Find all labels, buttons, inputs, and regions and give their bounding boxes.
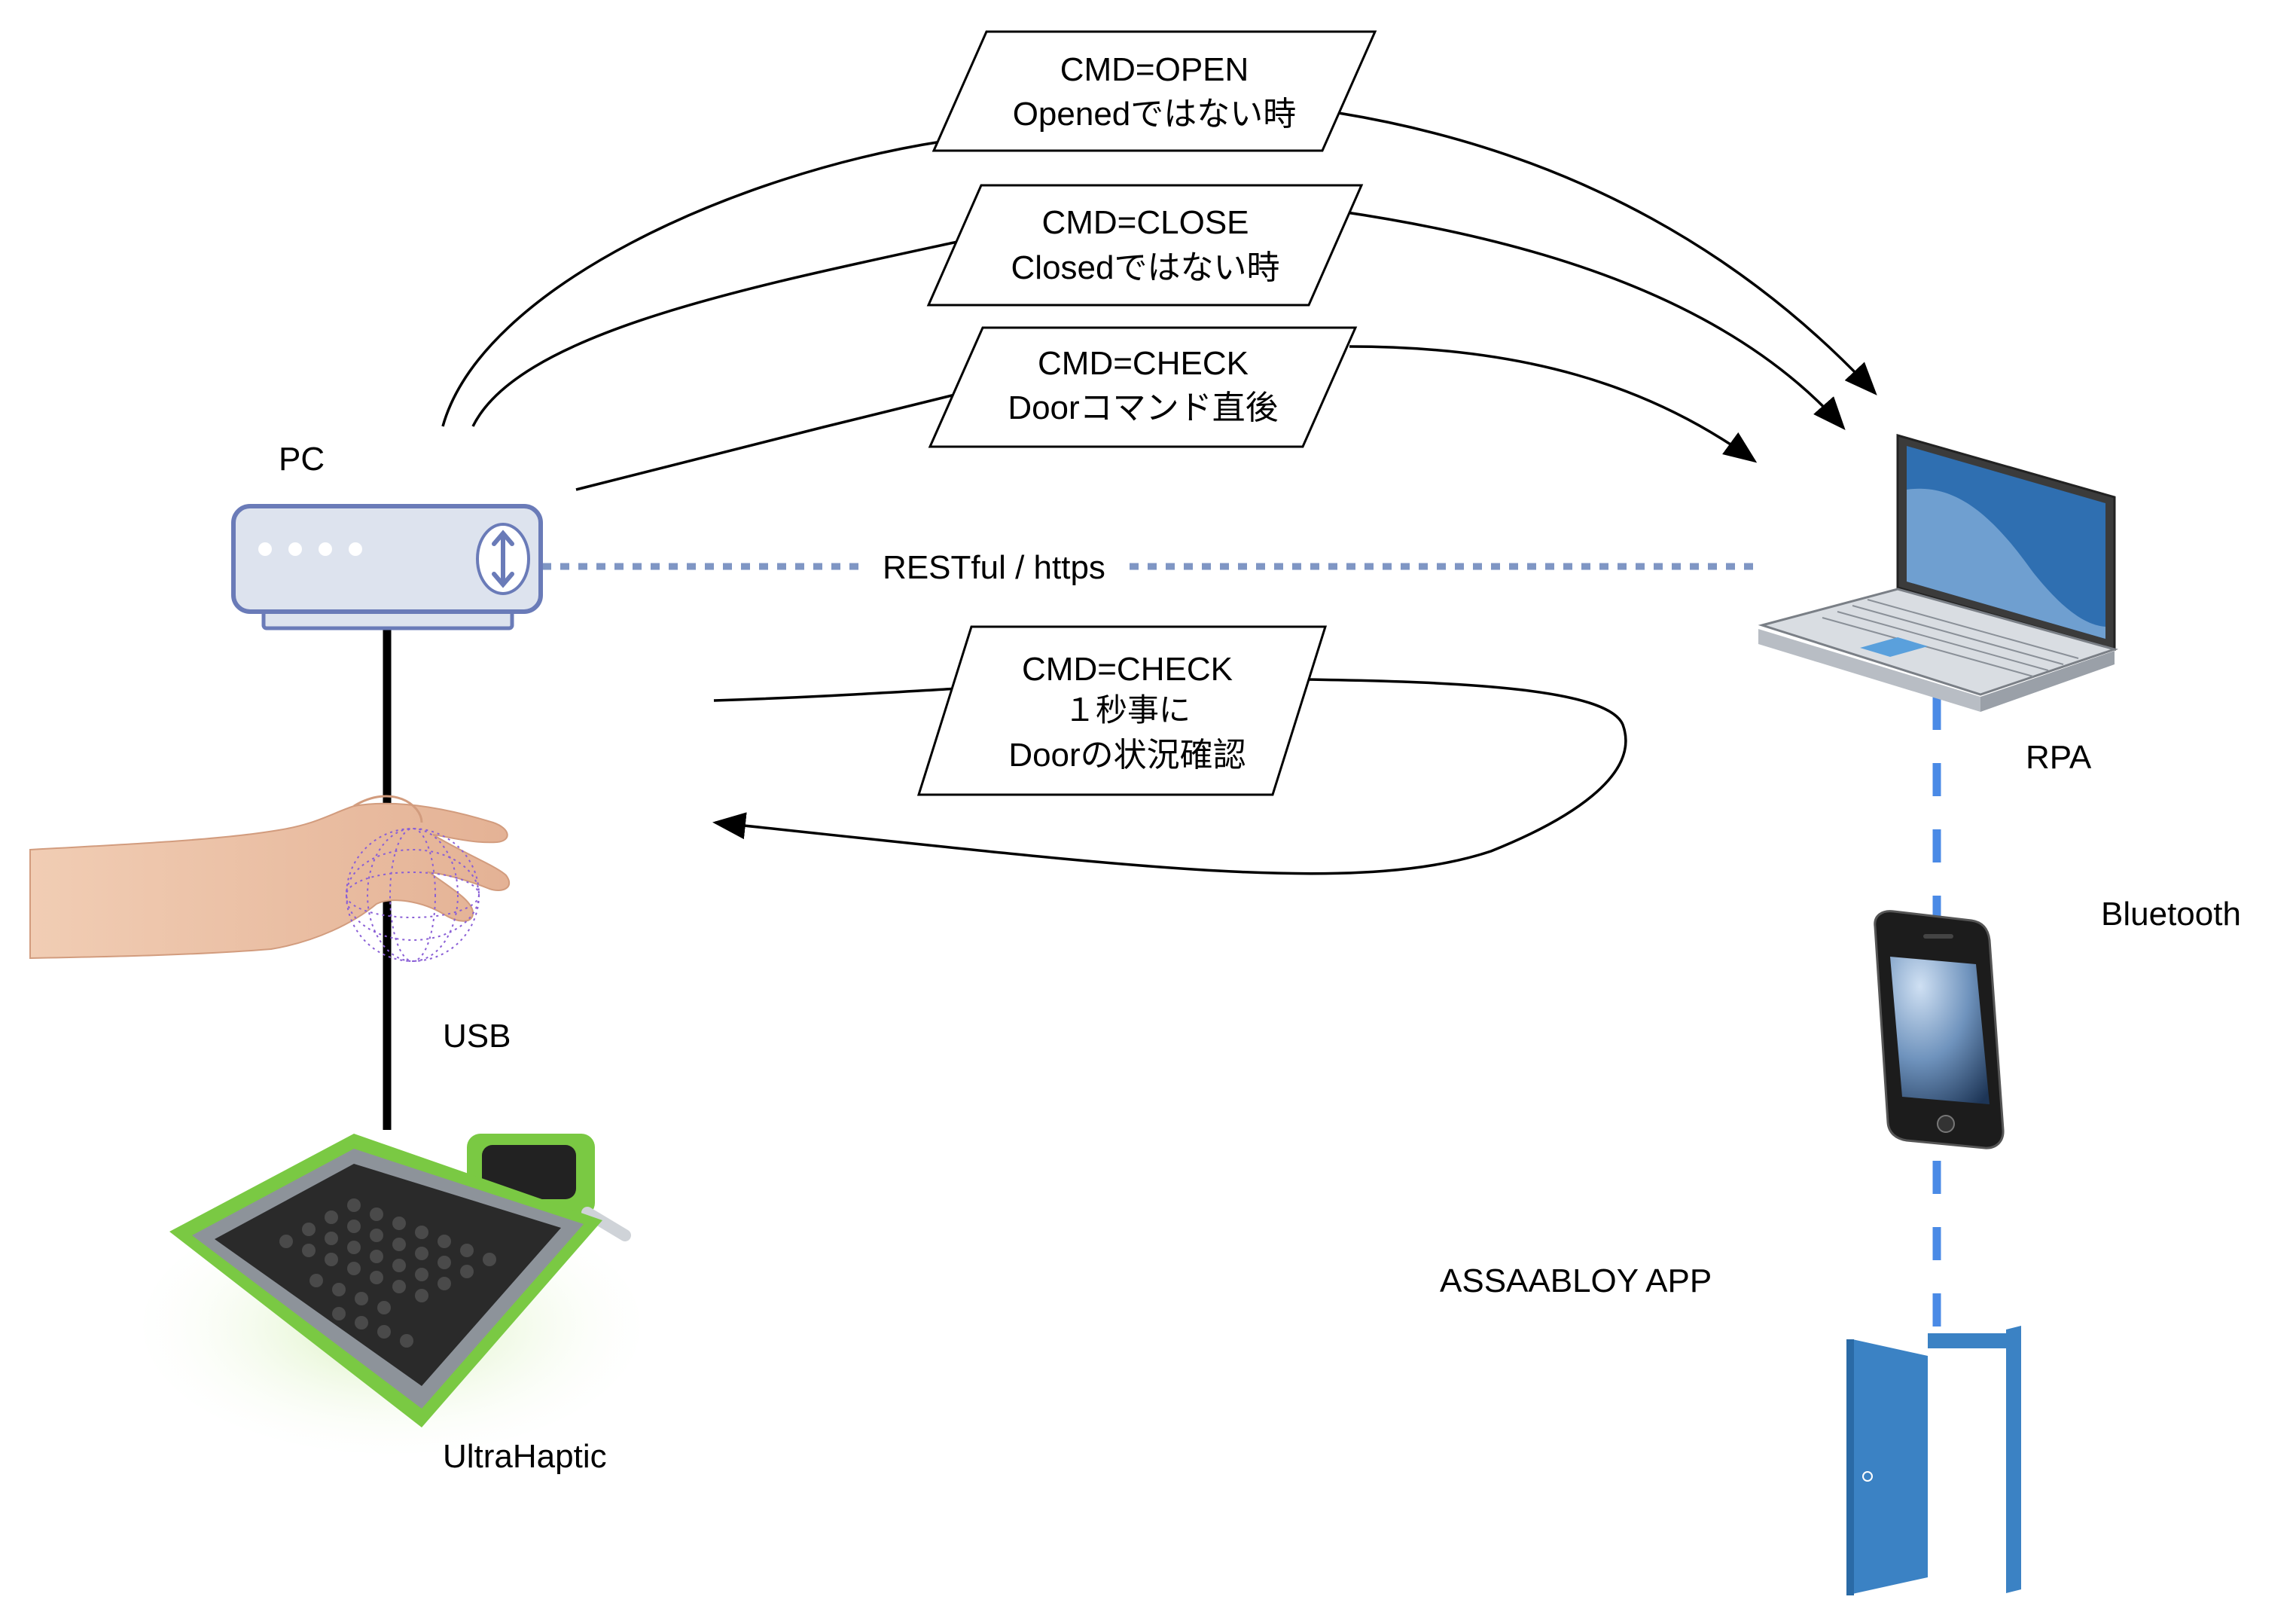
check-command-box: CMD=CHECK Doorコマンド直後: [928, 326, 1358, 448]
check-command-line2: Doorコマンド直後: [1008, 389, 1278, 426]
poll-command-loop: [714, 678, 1627, 875]
hand-image: [29, 795, 511, 960]
rpa-label: RPA: [2026, 739, 2092, 776]
close-command-arrow: [471, 209, 1843, 428]
assaabloy-label: ASSAABLOY APP: [1440, 1262, 1712, 1299]
check-command-line1: CMD=CHECK: [1038, 345, 1249, 382]
bluetooth-label: Bluetooth: [2101, 896, 2241, 933]
close-command-line2: Closedではない時: [1011, 249, 1280, 286]
poll-command-box: CMD=CHECK １秒事に Doorの状況確認: [916, 625, 1328, 796]
open-command-line2: Openedではない時: [1013, 96, 1297, 133]
usb-label: USB: [443, 1018, 511, 1055]
pc-router-icon: [231, 504, 543, 630]
ultrahaptic-label: UltraHaptic: [443, 1438, 607, 1475]
open-command-box: CMD=OPEN Openedではない時: [932, 30, 1377, 152]
poll-command-line2: １秒事に: [1064, 692, 1191, 728]
open-command-arrow: [441, 110, 1875, 427]
restful-link-label: RESTful / https: [883, 549, 1105, 586]
poll-command-line1: CMD=CHECK: [1022, 651, 1233, 688]
ultrahaptic-device-image: [143, 1134, 640, 1454]
laptop-icon: [1758, 434, 2119, 712]
close-command-box: CMD=CLOSE Closedではない時: [926, 184, 1364, 307]
smartphone-icon: [1874, 910, 2005, 1149]
pc-label: PC: [279, 441, 325, 478]
haptic-sphere-icon: [346, 828, 480, 962]
check-command-arrow: [575, 345, 1755, 490]
open-command-line1: CMD=OPEN: [1060, 51, 1249, 88]
poll-command-line3: Doorの状況確認: [1008, 737, 1246, 774]
close-command-line1: CMD=CLOSE: [1041, 204, 1249, 241]
door-icon: [1846, 1326, 2021, 1595]
